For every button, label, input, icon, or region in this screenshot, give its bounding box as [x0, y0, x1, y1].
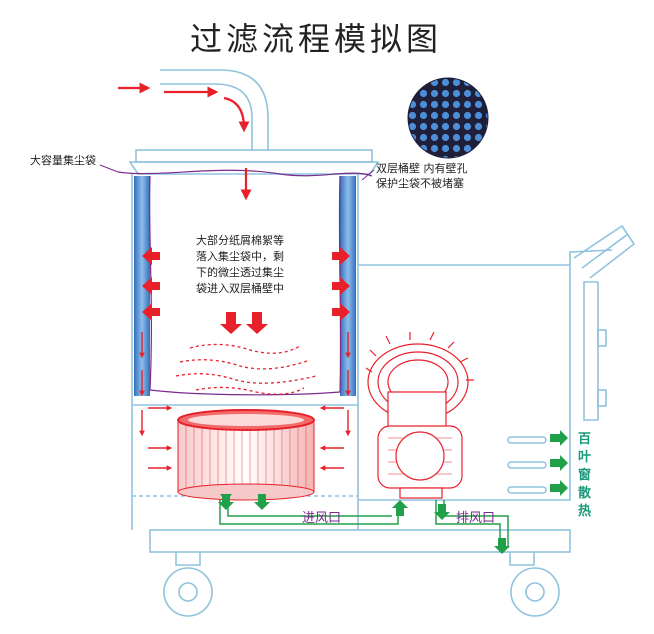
red-down-arrows: [139, 332, 351, 437]
louver-arrows: [550, 430, 568, 496]
red-inlet-arrows: [118, 82, 252, 201]
exhaust-label: 排风口: [456, 511, 496, 526]
red-wall-arrows-left: [142, 247, 160, 321]
red-wall-arrows-right: [332, 247, 350, 321]
louver-label-5: 热: [578, 504, 592, 519]
louver-label-4: 散: [578, 486, 592, 501]
inlet-pipe: [160, 69, 269, 150]
leader-lines: [99, 164, 375, 181]
perforated-mesh-icon: [407, 77, 489, 159]
red-filter-arrows: [148, 405, 344, 471]
dust-bag-label: 大容量集尘袋: [30, 154, 96, 167]
process-text-4: 袋进入双层桶壁中: [196, 282, 284, 295]
caster-wheel-icon: [163, 552, 560, 617]
double-wall-label-2: 保护尘袋不被堵塞: [376, 177, 464, 190]
dust-particles: [175, 343, 317, 395]
process-text-1: 大部分纸屑棉絮等: [196, 234, 284, 247]
louver-label-1: 百: [578, 432, 592, 447]
tank-lid: [128, 149, 380, 175]
cart-frame: [149, 224, 636, 553]
red-drop-arrows: [220, 312, 268, 334]
blower-motor-icon: [365, 331, 474, 499]
green-arrows: [218, 494, 510, 554]
louver-slots: [507, 436, 547, 494]
louver-label-2: 叶: [578, 450, 592, 465]
dust-bag-outline: [117, 169, 373, 396]
process-text-2: 落入集尘袋中，剩: [196, 250, 284, 263]
louver-label-3: 窗: [578, 468, 592, 483]
page-title: 过滤流程模拟图: [190, 20, 443, 58]
process-text-3: 下的微尘透过集尘: [196, 266, 284, 279]
intake-label: 进风口: [302, 511, 342, 526]
double-wall-label-1: 双层桶壁 内有壁孔: [376, 162, 468, 175]
cartridge-filter: [177, 409, 315, 501]
